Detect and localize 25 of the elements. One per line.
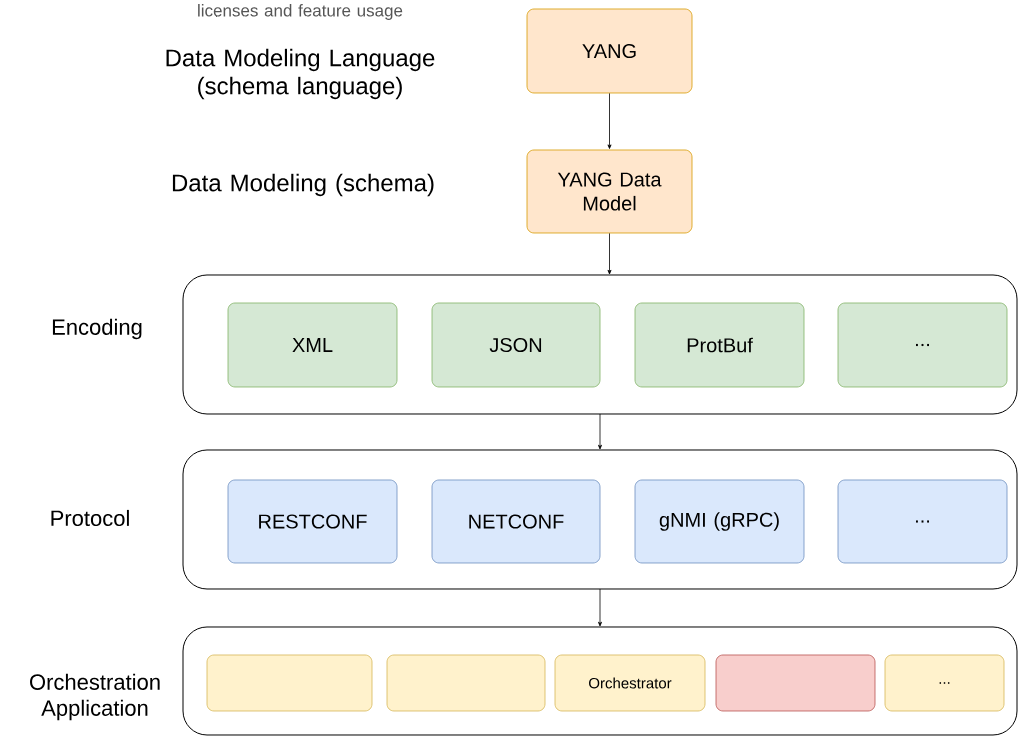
process-box: YANG Data Model bbox=[526, 149, 693, 234]
arrow bbox=[607, 93, 612, 149]
empty-box bbox=[715, 654, 876, 712]
text-label: Data Modeling (schema) bbox=[172, 173, 434, 197]
text-label: licenses and feature usage bbox=[198, 4, 403, 20]
arrow bbox=[598, 413, 602, 450]
arrow bbox=[598, 588, 602, 627]
process-box: ProtBuf bbox=[634, 302, 805, 388]
text-label: Data Modeling Language (schema language) bbox=[166, 48, 435, 100]
process-box: RESTCONF bbox=[227, 479, 398, 564]
process-box: ... bbox=[884, 654, 1005, 712]
process-box: ... bbox=[837, 302, 1008, 388]
process-box: JSON bbox=[431, 302, 601, 388]
empty-box bbox=[386, 654, 546, 712]
node-label: Protocol bbox=[51, 509, 129, 527]
node-label: Encoding bbox=[52, 318, 142, 340]
node-label: Orchestration Application bbox=[30, 673, 160, 721]
process-box: YANG bbox=[526, 8, 693, 94]
process-box: Orchestrator bbox=[554, 654, 706, 712]
empty-box bbox=[206, 654, 373, 712]
process-box: gNMI (gRPC) bbox=[634, 479, 805, 564]
arrow bbox=[607, 233, 612, 275]
process-box: NETCONF bbox=[431, 479, 601, 564]
process-box: XML bbox=[227, 302, 398, 388]
process-box: ... bbox=[837, 479, 1008, 564]
